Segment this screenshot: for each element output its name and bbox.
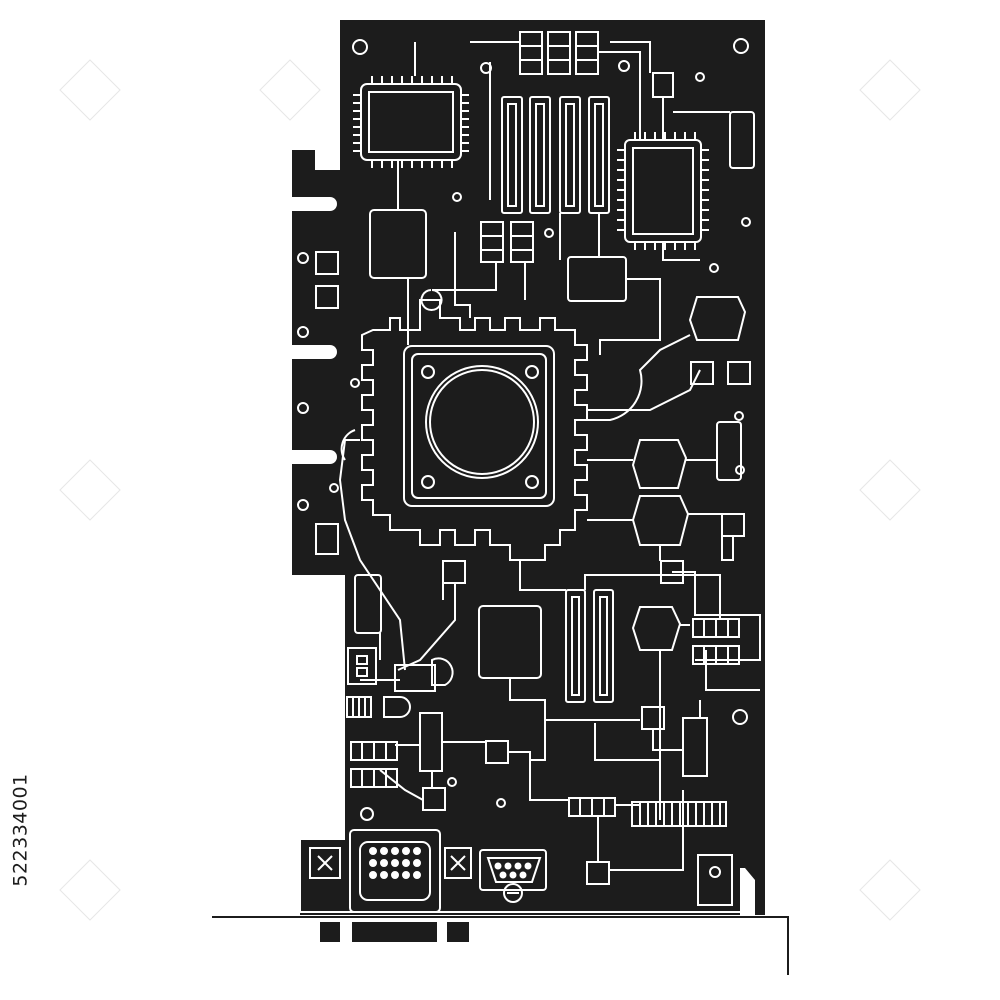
resistor xyxy=(350,618,740,817)
memory-chip xyxy=(353,76,469,168)
capacitor xyxy=(315,72,755,634)
stock-id-text: 522334001 xyxy=(10,773,33,887)
vga-connector xyxy=(479,849,547,903)
pin-header xyxy=(346,696,727,827)
dvi-connector xyxy=(309,829,472,913)
io-bracket xyxy=(299,840,740,913)
diode xyxy=(347,647,454,718)
memory-chip xyxy=(617,132,709,250)
edge-notches xyxy=(292,197,337,464)
mounting-holes xyxy=(297,38,751,821)
circuit-traces xyxy=(338,41,761,871)
watermark-pattern xyxy=(59,59,921,921)
ram-slot xyxy=(565,589,614,703)
heatsink xyxy=(361,299,588,561)
edge-connector xyxy=(320,922,469,942)
resistor xyxy=(480,31,599,263)
stock-id-label: 522334001 xyxy=(6,765,36,895)
ram-slot xyxy=(501,96,610,214)
mounting-bracket xyxy=(212,916,789,975)
heatsink-fan xyxy=(421,365,539,489)
